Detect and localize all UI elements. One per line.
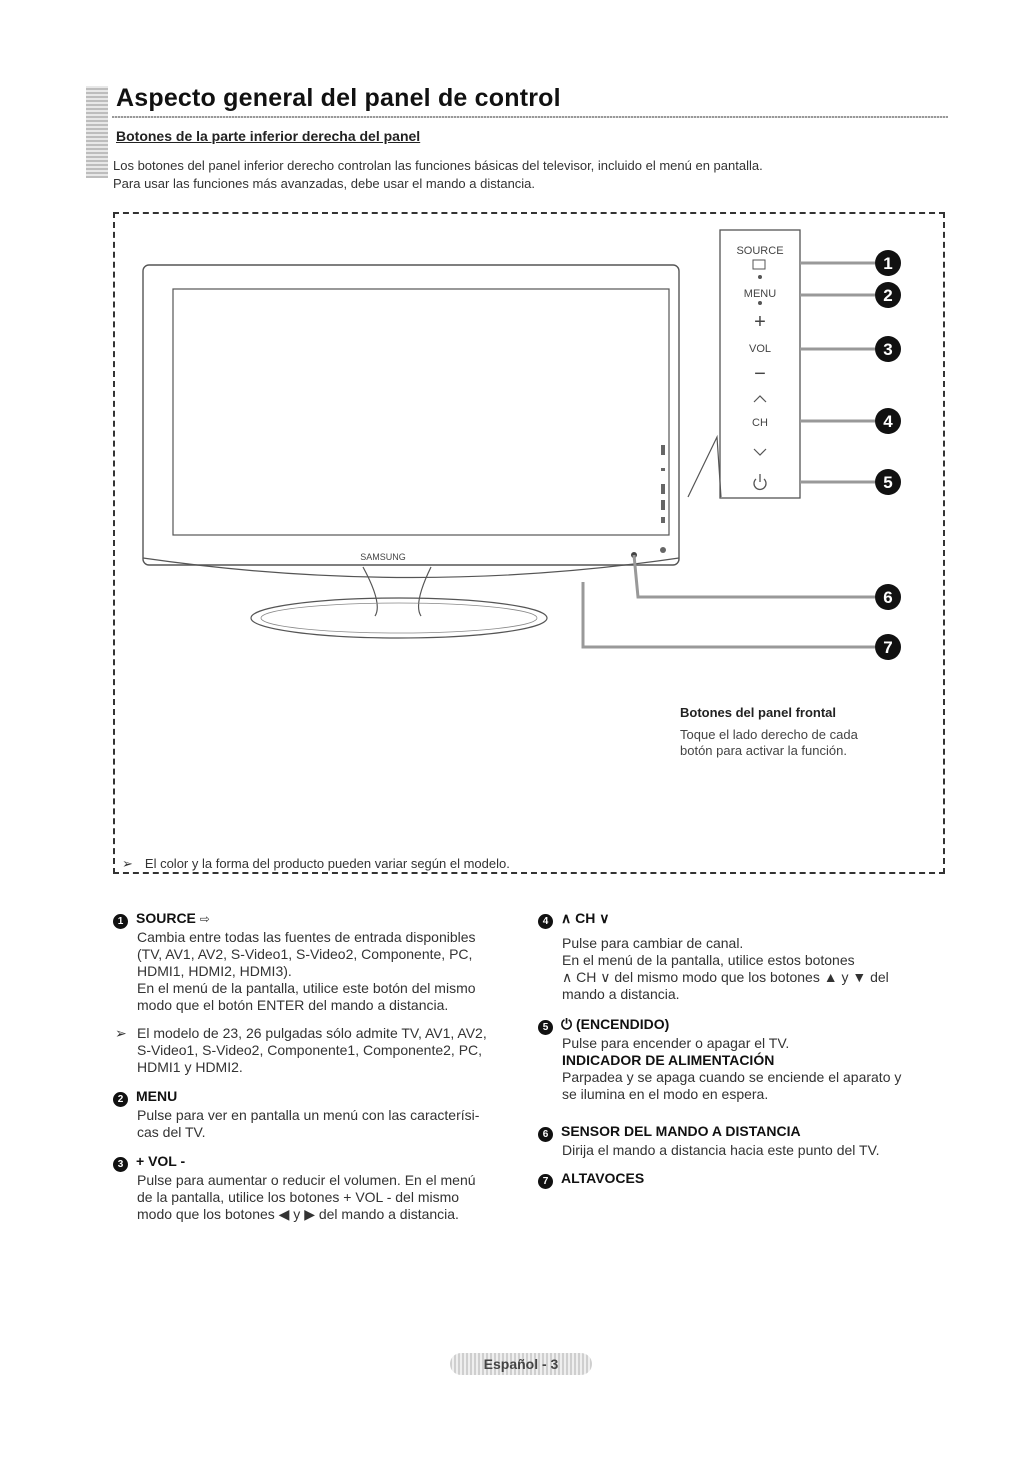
- item-power-subhead: INDICADOR DE ALIMENTACIÓN: [562, 1052, 775, 1068]
- item-vol-line-3: modo que los botones ◀ y ▶ del mando a d…: [137, 1206, 459, 1222]
- item-source-head: SOURCE: [136, 910, 196, 926]
- num-badge-5: 5: [538, 1020, 553, 1035]
- section-subtitle: Botones de la parte inferior derecha del…: [116, 128, 421, 144]
- page-title: Aspecto general del panel de control: [116, 84, 561, 112]
- tv-screen: [172, 288, 670, 536]
- item-power: 5 ⏻ (ENCENDIDO) Pulse para encender o apa…: [538, 1016, 948, 1103]
- callout-7: [875, 634, 901, 660]
- panel-label-menu: MENU: [744, 288, 776, 300]
- panel-label-plus: +: [754, 311, 766, 333]
- item-source-line-3: HDMI1, HDMI2, HDMI3).: [137, 963, 292, 979]
- item-menu: 2 MENU Pulse para ver en pantalla un menú…: [113, 1088, 513, 1141]
- callout-6-label: 6: [883, 588, 892, 607]
- callout-badges: 1 2 3 4 5 6 7: [875, 250, 901, 660]
- panel-label-vol: VOL: [749, 343, 771, 355]
- source-icon: ⇨: [199, 912, 210, 926]
- item-ch-line-1: Pulse para cambiar de canal.: [562, 935, 744, 951]
- panel-label-ch: CH: [752, 417, 768, 429]
- num-badge-7: 7: [538, 1174, 553, 1189]
- num-badge-3: 3: [113, 1157, 128, 1172]
- item-sensor-line-1: Dirija el mando a distancia hacia este p…: [562, 1142, 880, 1158]
- item-power-head: ⏻ (ENCENDIDO): [561, 1016, 670, 1032]
- item-source-note: ➢ El modelo de 23, 26 pulgadas sólo admi…: [115, 1025, 515, 1076]
- callout-1-label: 1: [883, 254, 892, 273]
- note-arrow-icon: ➢: [122, 856, 133, 871]
- stand-neck: [362, 566, 432, 617]
- callout-3-label: 3: [883, 340, 892, 359]
- item-power-line-2: Parpadea y se apaga cuando se enciende e…: [562, 1069, 902, 1085]
- item-source-line-1: Cambia entre todas las fuentes de entrad…: [137, 929, 476, 945]
- front-panel-title: Botones del panel frontal: [680, 705, 837, 720]
- item-source-note-1: El modelo de 23, 26 pulgadas sólo admite…: [137, 1025, 487, 1041]
- item-menu-line-2: cas del TV.: [137, 1124, 206, 1140]
- intro-line-1: Los botones del panel inferior derecho c…: [113, 158, 763, 173]
- callout-5-label: 5: [883, 473, 892, 492]
- item-sensor-head: SENSOR DEL MANDO A DISTANCIA: [561, 1123, 801, 1139]
- callout-2: [875, 282, 901, 308]
- callout-5: [875, 469, 901, 495]
- tv-bezel: [142, 264, 680, 566]
- speaker-curve: [142, 557, 680, 579]
- num-badge-4: 4: [538, 914, 553, 929]
- item-speakers: 7 ALTAVOCES: [538, 1170, 948, 1189]
- item-vol: 3 + VOL - Pulse para aumentar o reducir e…: [113, 1153, 513, 1223]
- page-number-badge: Español - 3: [450, 1353, 592, 1375]
- callout-7-label: 7: [883, 638, 892, 657]
- front-panel-desc-1: Toque el lado derecho de cada: [680, 727, 858, 742]
- item-sensor: 6 SENSOR DEL MANDO A DISTANCIA Dirija el …: [538, 1123, 948, 1159]
- num-badge-2: 2: [113, 1092, 128, 1107]
- callout-3: [875, 336, 901, 362]
- ch-up-icon: [753, 395, 767, 403]
- item-vol-head: + VOL -: [136, 1153, 186, 1169]
- item-source-line-2: (TV, AV1, AV2, S-Video1, S-Video2, Compo…: [137, 946, 473, 962]
- num-badge-1: 1: [113, 914, 128, 929]
- panel-label-source: SOURCE: [736, 245, 783, 257]
- item-power-line-1: Pulse para encender o apagar el TV.: [562, 1035, 790, 1051]
- num-badge-6: 6: [538, 1127, 553, 1142]
- item-ch-line-4: mando a distancia.: [562, 986, 680, 1002]
- item-source: 1 SOURCE ⇨ Cambia entre todas las fuentes…: [113, 910, 513, 1014]
- item-source-line-4: En el menú de la pantalla, utilice este …: [137, 980, 476, 996]
- side-buttons: [660, 445, 666, 553]
- callout-1: [875, 250, 901, 276]
- item-ch-line-2: En el menú de la pantalla, utilice estos…: [562, 952, 855, 968]
- item-source-line-5: modo que el botón ENTER del mando a dist…: [137, 997, 449, 1013]
- item-vol-line-2: de la pantalla, utilice los botones + VO…: [137, 1189, 460, 1205]
- callout-6: [875, 584, 901, 610]
- stand-base: [250, 597, 548, 639]
- title-rule: [112, 116, 948, 118]
- power-icon: [753, 474, 767, 491]
- control-panel-zoom: [719, 229, 801, 499]
- panel-label-minus: −: [754, 363, 766, 385]
- diagram-note: ➢ El color y la forma del producto pueden…: [122, 856, 510, 872]
- item-menu-head: MENU: [136, 1088, 178, 1104]
- callout-4-label: 4: [883, 412, 893, 431]
- intro-line-2: Para usar las funciones más avanzadas, d…: [113, 176, 536, 191]
- item-ch-head: ∧ CH ∨: [561, 910, 610, 926]
- tv-diagram: SAMSUNG SOURCE MENU + VOL − CH 1 2: [142, 229, 901, 660]
- item-ch: 4 ∧ CH ∨ Pulse para cambiar de canal. En …: [538, 910, 948, 1003]
- front-panel-desc-2: botón para activar la función.: [680, 743, 847, 758]
- item-vol-line-1: Pulse para aumentar o reducir el volumen…: [137, 1172, 476, 1188]
- item-menu-line-1: Pulse para ver en pantalla un menú con l…: [137, 1107, 480, 1123]
- zoom-connector: [687, 434, 722, 498]
- brand-logo: SAMSUNG: [360, 552, 406, 562]
- ch-down-icon: [753, 448, 767, 456]
- item-power-line-3: se ilumina en el modo en espera.: [562, 1086, 769, 1102]
- callout-lines: [581, 261, 875, 649]
- diagram-frame: [113, 212, 945, 874]
- item-source-note-2: S-Video1, S-Video2, Componente1, Compone…: [137, 1042, 483, 1058]
- item-ch-line-3: ∧ CH ∨ del mismo modo que los botones ▲ …: [562, 969, 889, 985]
- item-speakers-head: ALTAVOCES: [561, 1170, 645, 1186]
- item-source-note-3: HDMI1 y HDMI2.: [137, 1059, 243, 1075]
- note-arrow-icon: ➢: [115, 1025, 127, 1041]
- callout-4: [875, 408, 901, 434]
- title-accent-bar: [86, 86, 108, 178]
- diagram-note-text: El color y la forma del producto pueden …: [144, 856, 510, 871]
- callout-2-label: 2: [883, 286, 892, 305]
